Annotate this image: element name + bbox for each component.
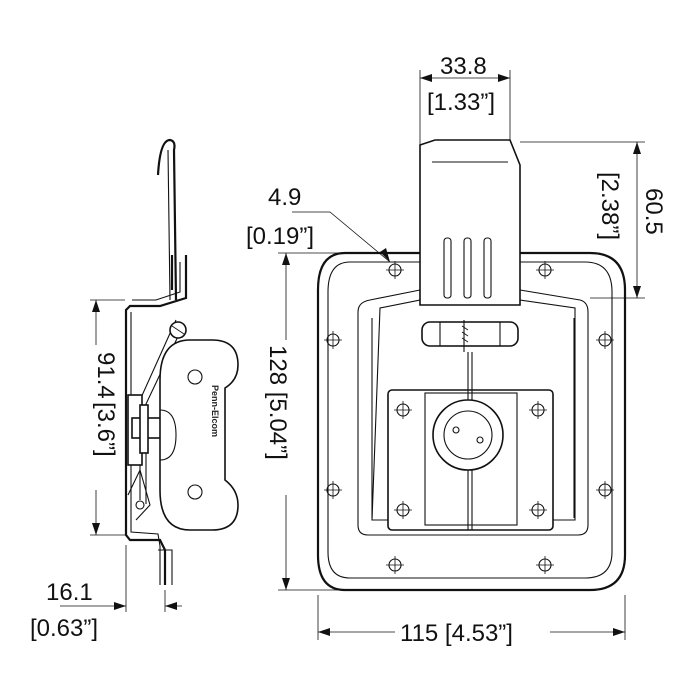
screw-hole <box>529 501 547 519</box>
cup-depth-in: [3.6”] <box>92 402 119 457</box>
plate-hole-top <box>187 369 203 385</box>
dim-plate-height: 128 [5.04”] <box>264 252 345 591</box>
brand-logo-text: Penn-Elcom <box>210 385 220 437</box>
handle-width-mm: 33.8 <box>440 53 487 80</box>
side-cup-outline <box>124 255 188 585</box>
handle-slot-1 <box>443 237 452 299</box>
side-brand-plate <box>159 339 239 531</box>
side-depth-mm: 16.1 <box>46 579 93 606</box>
paddle-handle <box>419 139 521 306</box>
screw-hole <box>394 501 412 519</box>
front-view <box>316 139 627 592</box>
cup-depth-mm: 91.4 <box>92 352 119 399</box>
plate-height: 128 [5.04”] <box>264 345 291 460</box>
side-depth-in: [0.63”] <box>30 615 98 642</box>
screw-hole <box>596 481 614 499</box>
handle-height-mm: 60.5 <box>640 188 667 235</box>
dim-plate-width: 115 [4.53”] <box>317 595 626 647</box>
hole-dia-mm: 4.9 <box>268 184 301 211</box>
side-view: Penn-Elcom <box>124 138 239 585</box>
screw-hole <box>536 261 554 279</box>
dim-hole-diameter: 4.9 [0.19”] <box>246 184 391 263</box>
side-hook-inner <box>167 149 171 301</box>
front-plate-inner <box>327 261 613 579</box>
dim-handle-height: 60.5 [2.38”] <box>520 141 667 299</box>
plate-hole-bottom <box>187 484 203 500</box>
screw-hole <box>386 261 404 279</box>
screw-hole <box>386 556 404 574</box>
cup-recess <box>357 289 589 536</box>
handle-width-in: [1.33”] <box>427 89 495 116</box>
dim-cup-depth: 91.4 [3.6”] <box>90 299 125 536</box>
cam-outer <box>432 399 504 471</box>
screw-hole <box>536 556 554 574</box>
dim-side-depth: 16.1 [0.63”] <box>30 545 182 642</box>
screw-hole <box>394 401 412 419</box>
mounting-holes <box>324 261 614 574</box>
hinge-barrel <box>421 321 519 347</box>
dim-handle-width: 33.8 [1.33”] <box>419 53 511 145</box>
screw-hole <box>324 481 342 499</box>
hole-dia-in: [0.19”] <box>246 223 314 250</box>
handle-slot-3 <box>483 237 492 299</box>
side-hook <box>156 138 178 301</box>
screw-hole <box>596 331 614 349</box>
handle-slot-2 <box>463 237 472 299</box>
plate-width: 115 [4.53”] <box>400 620 513 647</box>
cam-inner <box>443 410 493 460</box>
handle-height-in: [2.38”] <box>596 172 623 240</box>
screw-hole <box>324 331 342 349</box>
screw-hole <box>529 401 547 419</box>
front-plate-outer <box>316 251 627 592</box>
